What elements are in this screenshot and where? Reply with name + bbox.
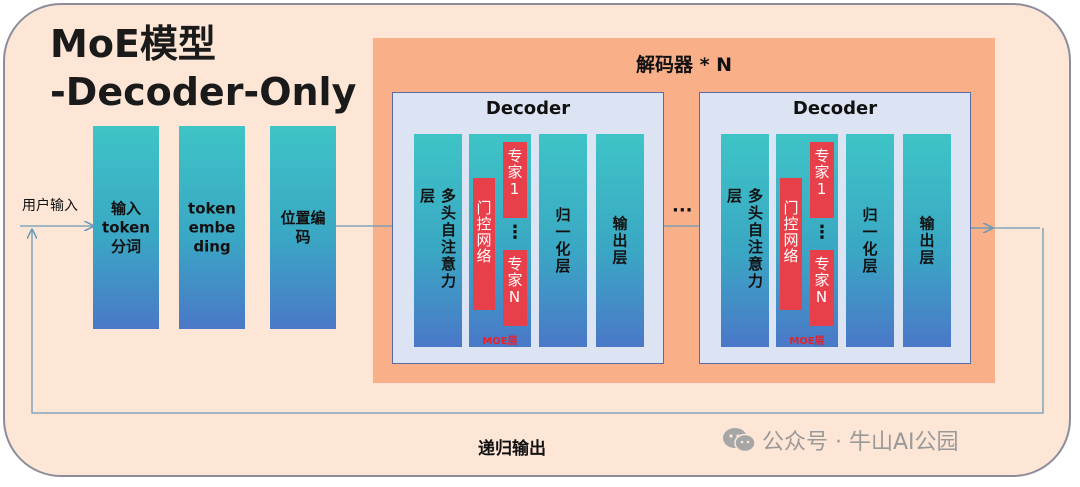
tokenizer-block: 输入 token 分词 bbox=[93, 126, 159, 329]
moe-layer-label-2: MOE层 bbox=[789, 336, 825, 347]
output-block-2: 输出层 bbox=[903, 134, 951, 347]
output-block-1: 输出层 bbox=[596, 134, 644, 347]
output-label-2: 输出层 bbox=[917, 215, 936, 266]
expert-n-box-1: 专家N bbox=[503, 250, 527, 326]
user-input-label: 用户输入 bbox=[22, 198, 78, 214]
norm-label-2: 归一化层 bbox=[860, 206, 879, 275]
decoder-title-2: Decoder bbox=[792, 98, 878, 119]
moe-layer-1: 门控网络 专家1 ⋮ 专家N MOE层 bbox=[469, 134, 531, 347]
norm-block-1: 归一化层 bbox=[539, 134, 587, 347]
title-line-1: MoE模型 bbox=[50, 22, 216, 66]
attention-block-2: 多头自注意力层 bbox=[721, 134, 769, 347]
recursive-output-label: 递归输出 bbox=[478, 439, 546, 459]
embedding-block: token embe ding bbox=[179, 126, 245, 329]
attention-block-1: 多头自注意力层 bbox=[414, 134, 462, 347]
moe-layer-label-1: MOE层 bbox=[482, 336, 518, 347]
norm-label-1: 归一化层 bbox=[553, 206, 572, 275]
moe-layer-2: 门控网络 专家1 ⋮ 专家N MOE层 bbox=[776, 134, 838, 347]
expert-bottom-label-1: 专家N bbox=[505, 256, 524, 307]
expert-top-label-1: 专家1 bbox=[505, 148, 524, 199]
title-line-2: -Decoder-Only bbox=[50, 70, 357, 114]
watermark-text: 公众号 · 牛山AI公园 bbox=[762, 430, 959, 455]
gate-label-1: 门控网络 bbox=[474, 200, 493, 264]
decoder-title-1: Decoder bbox=[485, 98, 571, 119]
gate-network-2: 门控网络 bbox=[780, 178, 802, 310]
expert-dots-1: ⋮ bbox=[506, 222, 524, 243]
watermark: 公众号 · 牛山AI公园 bbox=[722, 424, 959, 456]
norm-block-2: 归一化层 bbox=[846, 134, 894, 347]
positional-encoding-block: 位置编 码 bbox=[270, 126, 336, 329]
expert-top-label-2: 专家1 bbox=[812, 148, 831, 199]
expert-dots-2: ⋮ bbox=[813, 222, 831, 243]
expert-1-box-2: 专家1 bbox=[810, 142, 834, 218]
between-decoders-dots: ··· bbox=[672, 200, 693, 221]
expert-n-box-2: 专家N bbox=[810, 250, 834, 326]
attention-label-1: 多头自注意力层 bbox=[418, 187, 457, 290]
positional-encoding-label: 位置编 码 bbox=[280, 208, 326, 246]
gate-label-2: 门控网络 bbox=[781, 200, 800, 264]
output-label-1: 输出层 bbox=[610, 215, 629, 266]
decoder-stack-label: 解码器 * N bbox=[635, 54, 733, 76]
embedding-label: token embe ding bbox=[188, 199, 236, 255]
wechat-icon bbox=[723, 428, 756, 453]
expert-bottom-label-2: 专家N bbox=[812, 256, 831, 307]
expert-1-box-1: 专家1 bbox=[503, 142, 527, 218]
gate-network-1: 门控网络 bbox=[473, 178, 495, 310]
attention-label-2: 多头自注意力层 bbox=[725, 187, 764, 290]
tokenizer-label: 输入 token 分词 bbox=[102, 199, 150, 255]
